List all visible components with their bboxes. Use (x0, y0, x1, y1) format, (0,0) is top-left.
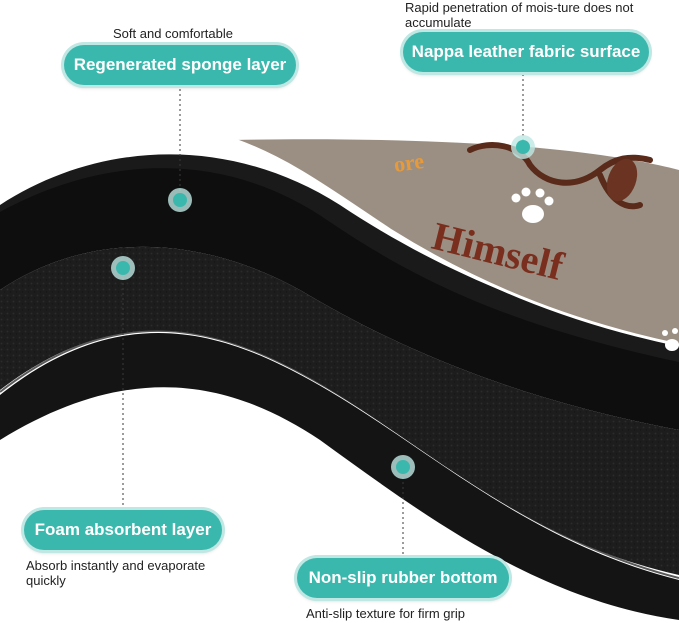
sponge-label: Regenerated sponge layer (64, 45, 296, 85)
callout-dot-foam (111, 256, 135, 280)
paw-print-icon (511, 187, 554, 223)
foam-layer (0, 246, 679, 575)
rubber-caption: Anti-slip texture for firm grip (306, 606, 465, 621)
leather-caption: Rapid penetration of mois-ture does not … (405, 0, 634, 30)
paw-print-icon (662, 328, 679, 351)
rubber-bottom-layer (0, 332, 679, 620)
callout-dot-rubber (391, 455, 415, 479)
mat-print-partial-text: ore (392, 148, 426, 177)
callout-dot-sponge (168, 188, 192, 212)
cartoon-dog-ear (606, 158, 638, 202)
leather-label: Nappa leather fabric surface (403, 32, 649, 72)
callout-dot-leather (511, 135, 535, 159)
leather-surface (235, 139, 679, 345)
foam-caption: Absorb instantly and evaporate quickly (26, 558, 206, 588)
rubber-label: Non-slip rubber bottom (297, 558, 509, 598)
foam-label: Foam absorbent layer (24, 510, 222, 550)
top-dark-layer (0, 154, 679, 362)
sponge-caption: Soft and comfortable (113, 26, 233, 41)
leather-white-edge (234, 138, 679, 347)
sponge-layer (0, 166, 679, 431)
cartoon-dog-outline (467, 142, 653, 210)
